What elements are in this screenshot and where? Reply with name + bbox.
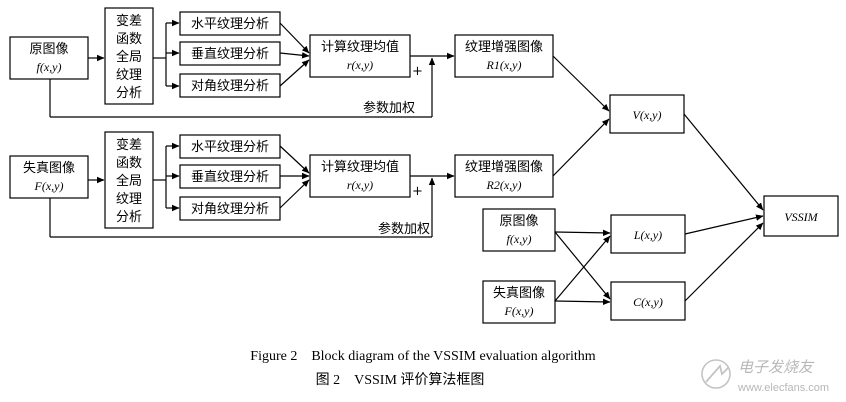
- row1-connectors: [49, 19, 455, 118]
- vssim-label: VSSIM: [784, 210, 818, 224]
- row2-mean-fn: r(x,y): [347, 178, 373, 192]
- row1-enhanced-title: 纹理增强图像: [465, 40, 543, 55]
- row2-enhanced-fn: R2(x,y): [486, 178, 522, 192]
- row1-variance-box: 变差 函数 全局 纹理 分析: [104, 7, 154, 105]
- row1-variance-line: 分析: [116, 86, 142, 101]
- row1-input-box: 原图像 f(x,y): [9, 36, 89, 80]
- row2-variance-line: 分析: [116, 210, 142, 225]
- watermark-logo-icon: [701, 359, 731, 389]
- row2-input-fn: F(x,y): [34, 179, 64, 193]
- lower-orig-fn: f(x,y): [507, 232, 532, 246]
- row1-mean-fn: r(x,y): [347, 58, 373, 72]
- connector-l-to-vssim: [684, 214, 764, 235]
- row2-variance-box: 变差 函数 全局 纹理 分析: [104, 131, 154, 229]
- lower-orig-title: 原图像: [499, 214, 538, 229]
- row1-vertical-box: 垂直纹理分析: [179, 41, 281, 66]
- row2-input-title: 失真图像: [23, 161, 75, 176]
- lower-dist-box: 失真图像 F(x,y): [482, 280, 556, 324]
- lower-connectors: [554, 229, 611, 306]
- row1-variance-line: 全局: [116, 49, 142, 65]
- row1-enhanced-fn: R1(x,y): [486, 58, 522, 72]
- row1-horizontal-box: 水平纹理分析: [179, 11, 281, 36]
- row1-vertical-label: 垂直纹理分析: [191, 47, 269, 62]
- row2-input-box: 失真图像 F(x,y): [9, 155, 89, 199]
- row2-connectors: [49, 142, 455, 238]
- row1-variance-line: 函数: [116, 32, 142, 47]
- row2-variance-line: 函数: [116, 156, 142, 171]
- lower-orig-box: 原图像 f(x,y): [482, 208, 556, 252]
- row2-diagonal-box: 对角纹理分析: [179, 196, 281, 221]
- row2-horizontal-box: 水平纹理分析: [179, 134, 281, 159]
- connector-v-to-vssim: [683, 113, 764, 211]
- row1-variance-line: 变差: [116, 13, 142, 29]
- row2-vertical-box: 垂直纹理分析: [179, 164, 281, 189]
- watermark-text: 电子发烧友: [738, 359, 815, 376]
- v-fn: V(x,y): [633, 108, 662, 122]
- row1-diagonal-label: 对角纹理分析: [191, 79, 269, 94]
- v-box: V(x,y): [609, 94, 685, 134]
- row1-input-fn: f(x,y): [37, 60, 62, 74]
- row2-variance-line: 纹理: [116, 192, 142, 207]
- row2-plus-sign: +: [412, 184, 423, 199]
- row2-enhanced-title: 纹理增强图像: [465, 160, 543, 175]
- c-fn: C(x,y): [633, 295, 663, 309]
- lower-dist-fn: F(x,y): [504, 304, 534, 318]
- row1-diagonal-box: 对角纹理分析: [179, 73, 281, 98]
- connector-r2-to-v: [552, 118, 610, 177]
- row2-horizontal-label: 水平纹理分析: [191, 140, 269, 155]
- row1-plus-sign: +: [412, 64, 423, 79]
- watermark-url: www.elecfans.com: [737, 382, 829, 394]
- row2-enhanced-box: 纹理增强图像 R2(x,y): [454, 154, 554, 198]
- caption-chinese: 图 2 VSSIM 评价算法框图: [316, 372, 485, 388]
- row1-mean-title: 计算纹理均值: [321, 39, 399, 55]
- row2-variance-line: 变差: [116, 137, 142, 153]
- row1-input-title: 原图像: [29, 42, 68, 57]
- connector-r1-to-v: [552, 55, 610, 112]
- c-box: C(x,y): [610, 281, 686, 321]
- row2-variance-line: 全局: [116, 173, 142, 189]
- lower-dist-title: 失真图像: [493, 286, 545, 301]
- l-fn: L(x,y): [633, 228, 662, 242]
- row2-diagonal-label: 对角纹理分析: [191, 202, 269, 217]
- row1-weight-label: 参数加权: [363, 100, 415, 116]
- row1-horizontal-label: 水平纹理分析: [191, 17, 269, 32]
- row1-mean-box: 计算纹理均值 r(x,y): [309, 34, 411, 78]
- caption-english: Figure 2 Block diagram of the VSSIM eval…: [250, 349, 596, 364]
- row2-weight-label: 参数加权: [378, 221, 430, 237]
- connector-c-to-vssim: [684, 222, 764, 302]
- row2-mean-title: 计算纹理均值: [321, 159, 399, 175]
- row1-enhanced-box: 纹理增强图像 R1(x,y): [454, 34, 554, 78]
- row2-mean-box: 计算纹理均值 r(x,y): [309, 154, 411, 198]
- l-box: L(x,y): [610, 214, 686, 254]
- watermark: 电子发烧友 www.elecfans.com: [701, 359, 829, 394]
- vssim-box: VSSIM: [763, 195, 839, 237]
- row2-vertical-label: 垂直纹理分析: [191, 170, 269, 185]
- row1-variance-line: 纹理: [116, 68, 142, 83]
